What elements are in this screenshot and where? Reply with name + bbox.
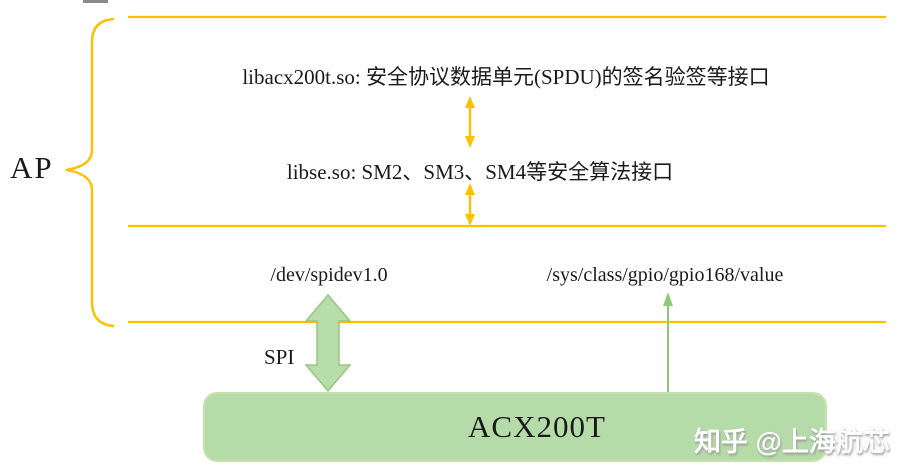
libse-layer-label: libse.so: SM2、SM3、SM4等安全算法接口 (286, 160, 674, 184)
gpio-path-label: /sys/class/gpio/gpio168/value (546, 264, 784, 286)
ap-brace-icon (65, 17, 115, 328)
spidev-device-label: /dev/spidev1.0 (270, 264, 388, 286)
gpio-arrow-icon (663, 292, 673, 393)
double-arrow-icon-upper (465, 96, 475, 148)
acx200t-chip-label: ACX200T (468, 409, 606, 444)
acx200t-chip-box: ACX200T (203, 392, 827, 462)
spi-bus-label: SPI (264, 345, 295, 369)
spi-block-arrow-icon (304, 293, 352, 393)
libacx200t-layer-label: libacx200t.so: 安全协议数据单元(SPDU)的签名验签等接口 (242, 65, 770, 89)
artifact-mark (83, 0, 108, 3)
ap-label: AP (10, 150, 54, 185)
watermark: 知乎 @上海航芯 (694, 427, 890, 457)
double-arrow-icon-lower (465, 183, 475, 226)
